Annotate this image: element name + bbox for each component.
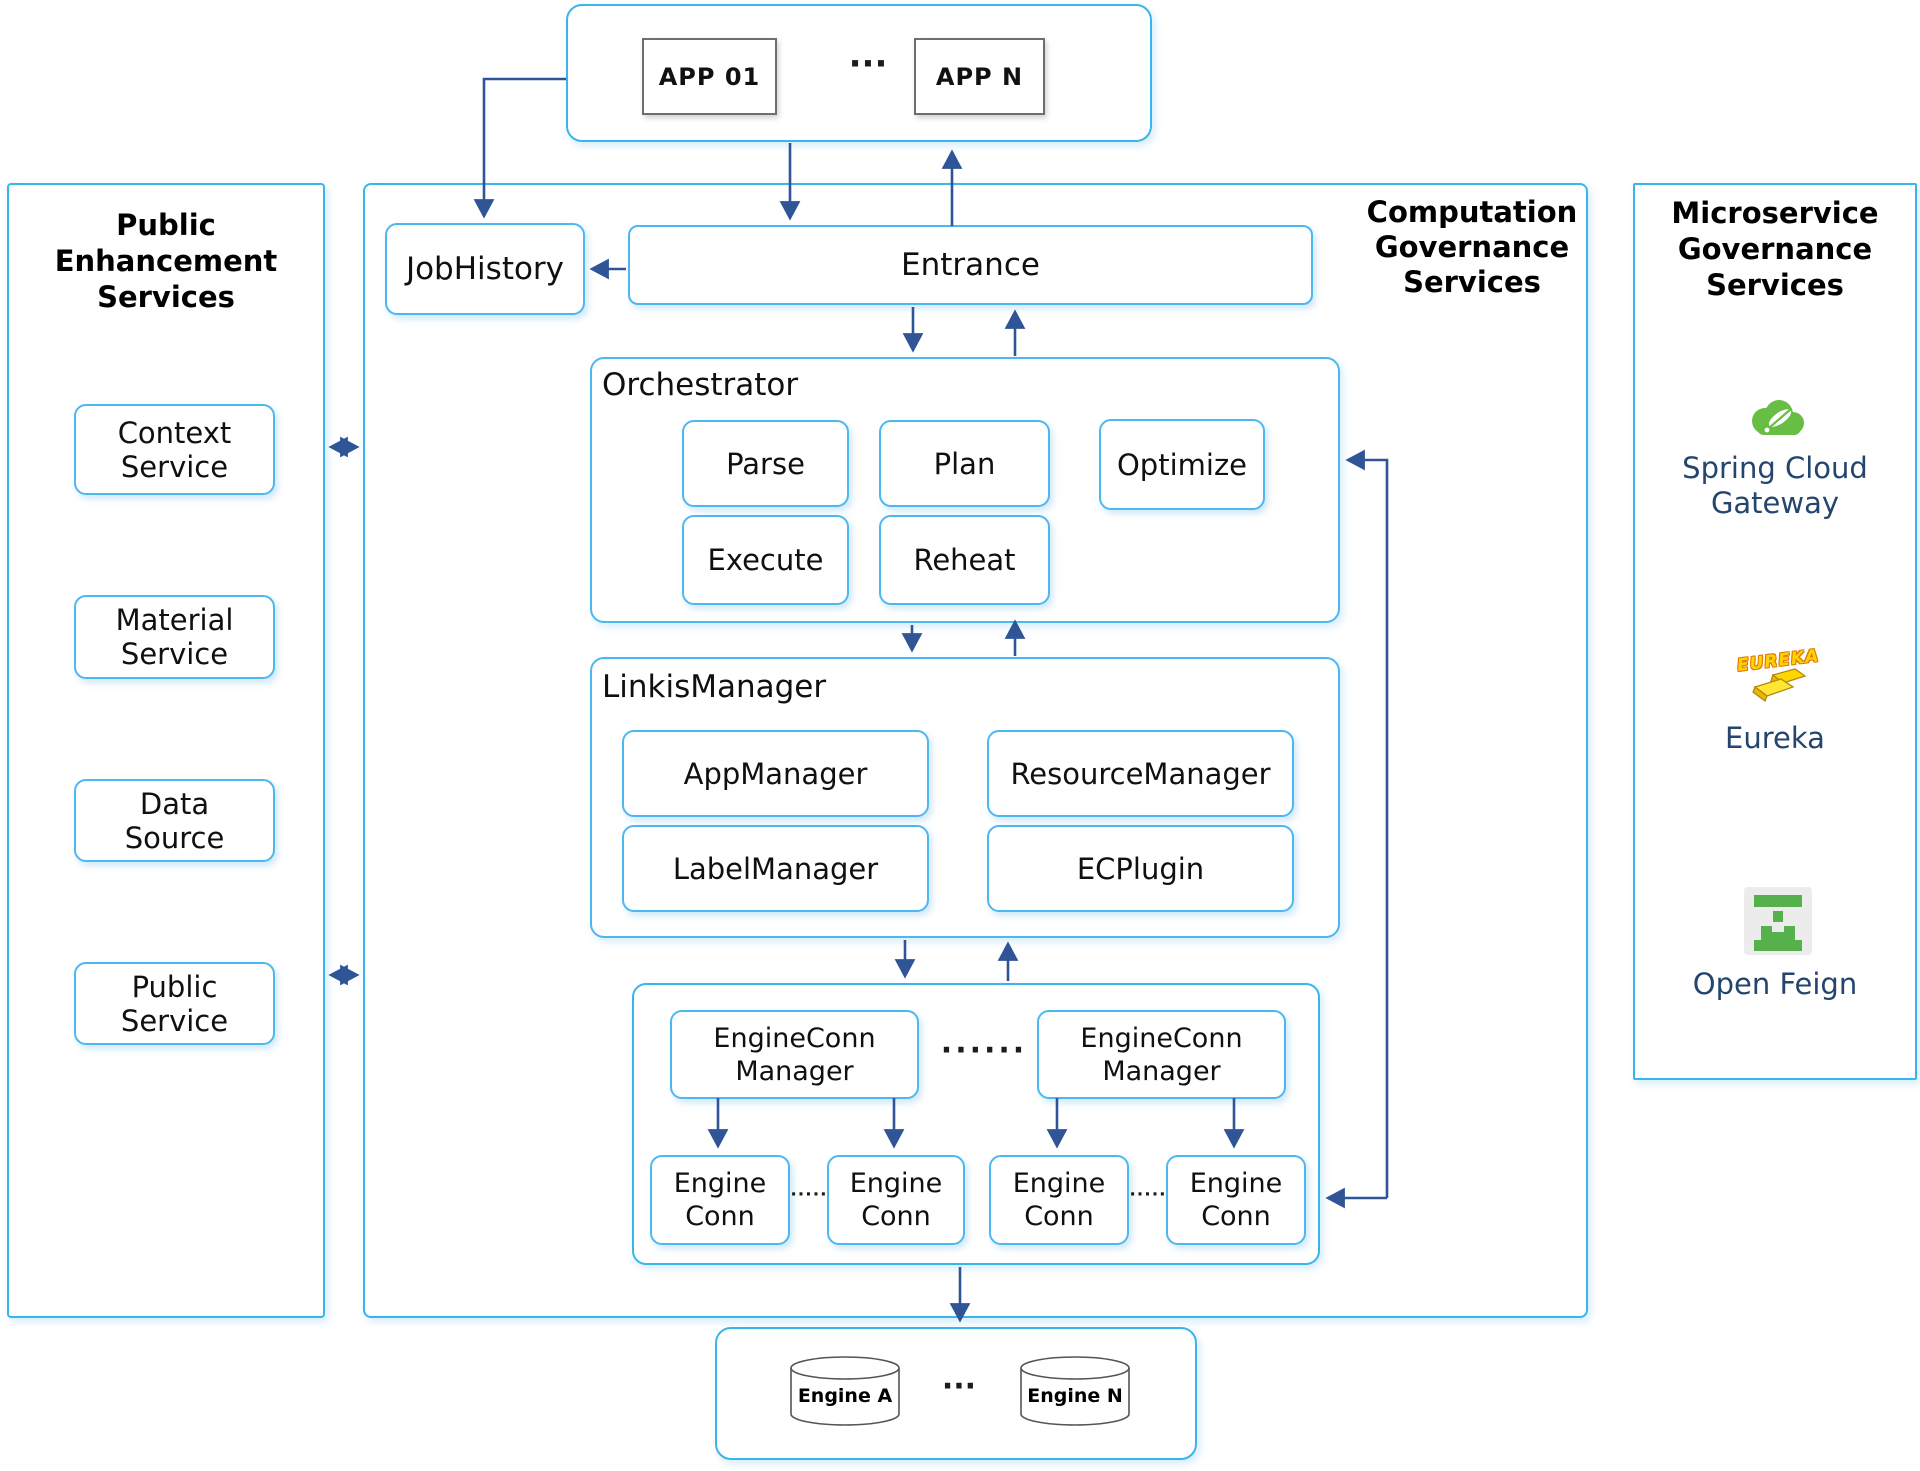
engine-conn-manager-2-node: EngineConn Manager <box>1037 1010 1286 1099</box>
open-feign-label: Open Feign <box>1692 967 1858 1001</box>
engine-conn-2-node: Engine Conn <box>827 1155 965 1245</box>
engine-conn-1-label: Engine Conn <box>673 1168 767 1232</box>
entrance-label: Entrance <box>901 247 1040 283</box>
parse-node: Parse <box>682 420 849 507</box>
engines-container: Engine A ··· Engine N <box>715 1327 1197 1460</box>
engine-conn-4-label: Engine Conn <box>1189 1168 1283 1232</box>
public-enhancement-title: Public Enhancement Services <box>54 208 278 314</box>
material-service-label: Material Service <box>115 603 234 671</box>
eureka-icon: EUREKA <box>1723 646 1833 717</box>
engine-conn-manager-1-node: EngineConn Manager <box>670 1010 919 1099</box>
data-source-node: Data Source <box>74 779 275 862</box>
label-manager-node: LabelManager <box>622 825 929 912</box>
engine-a-label: Engine A <box>797 1385 893 1407</box>
engine-a-cylinder: Engine A <box>789 1355 901 1429</box>
engines-ellipsis: ··· <box>941 1369 977 1404</box>
optimize-node: Optimize <box>1099 419 1265 510</box>
label-manager-label: LabelManager <box>672 851 879 886</box>
computation-governance-title: Computation Governance Services <box>1366 195 1578 299</box>
parse-label: Parse <box>726 446 805 481</box>
microservice-governance-panel: Microservice Governance Services Spring … <box>1633 183 1917 1080</box>
app-manager-label: AppManager <box>683 756 868 791</box>
public-enhancement-panel: Public Enhancement Services Context Serv… <box>7 183 325 1318</box>
data-source-label: Data Source <box>124 786 225 855</box>
eureka-label: Eureka <box>1725 721 1825 755</box>
job-history-label: JobHistory <box>405 251 565 287</box>
engine-conn-2-label: Engine Conn <box>849 1168 943 1232</box>
engine-conn-1-node: Engine Conn <box>650 1155 790 1245</box>
app-n-box: APP N <box>914 38 1045 115</box>
linkis-manager-container: LinkisManager AppManager ResourceManager… <box>590 657 1340 938</box>
linkis-manager-label: LinkisManager <box>602 669 827 705</box>
execute-node: Execute <box>682 515 849 605</box>
apps-container: APP 01 ··· APP N <box>566 4 1152 142</box>
reheat-label: Reheat <box>913 543 1016 577</box>
app-manager-node: AppManager <box>622 730 929 817</box>
orchestrator-container: Orchestrator Parse Plan Optimize Execute… <box>590 357 1340 623</box>
spring-cloud-icon <box>1747 397 1809 445</box>
engine-n-label: Engine N <box>1027 1385 1123 1407</box>
ecplugin-node: ECPlugin <box>987 825 1294 912</box>
public-service-node: Public Service <box>74 962 275 1045</box>
engine-conn-4-node: Engine Conn <box>1166 1155 1306 1245</box>
resource-manager-node: ResourceManager <box>987 730 1294 817</box>
engine-conn-manager-1-label: EngineConn Manager <box>713 1022 876 1087</box>
engine-conn-manager-2-label: EngineConn Manager <box>1080 1022 1243 1087</box>
plan-label: Plan <box>933 446 996 481</box>
engine-conn-3-node: Engine Conn <box>989 1155 1129 1245</box>
engine-conn-ellipsis-1: ····· <box>790 1185 828 1205</box>
microservice-governance-title: Microservice Governance Services <box>1671 196 1879 302</box>
execute-label: Execute <box>707 543 824 577</box>
entrance-node: Entrance <box>628 225 1313 305</box>
apps-ellipsis: ··· <box>848 44 888 84</box>
open-feign-icon <box>1744 887 1812 955</box>
job-history-node: JobHistory <box>385 223 585 315</box>
engine-n-cylinder: Engine N <box>1019 1355 1131 1429</box>
app-01-box: APP 01 <box>642 38 777 115</box>
engine-conn-ellipsis-2: ····· <box>1129 1185 1167 1205</box>
material-service-node: Material Service <box>74 595 275 679</box>
engine-conn-container: EngineConn Manager ······ EngineConn Man… <box>632 983 1320 1265</box>
orchestrator-label: Orchestrator <box>602 367 799 403</box>
resource-manager-label: ResourceManager <box>1010 756 1271 791</box>
app-01-label: APP 01 <box>658 62 761 91</box>
ecplugin-label: ECPlugin <box>1076 851 1205 886</box>
app-n-label: APP N <box>935 62 1024 91</box>
plan-node: Plan <box>879 420 1050 507</box>
engine-conn-manager-ellipsis: ······ <box>940 1033 1028 1068</box>
optimize-label: Optimize <box>1116 447 1248 482</box>
context-service-node: Context Service <box>74 404 275 495</box>
context-service-label: Context Service <box>117 415 232 484</box>
public-service-label: Public Service <box>120 969 229 1038</box>
reheat-node: Reheat <box>879 515 1050 605</box>
engine-conn-3-label: Engine Conn <box>1012 1168 1106 1232</box>
spring-cloud-gateway-label: Spring Cloud Gateway <box>1682 451 1868 520</box>
